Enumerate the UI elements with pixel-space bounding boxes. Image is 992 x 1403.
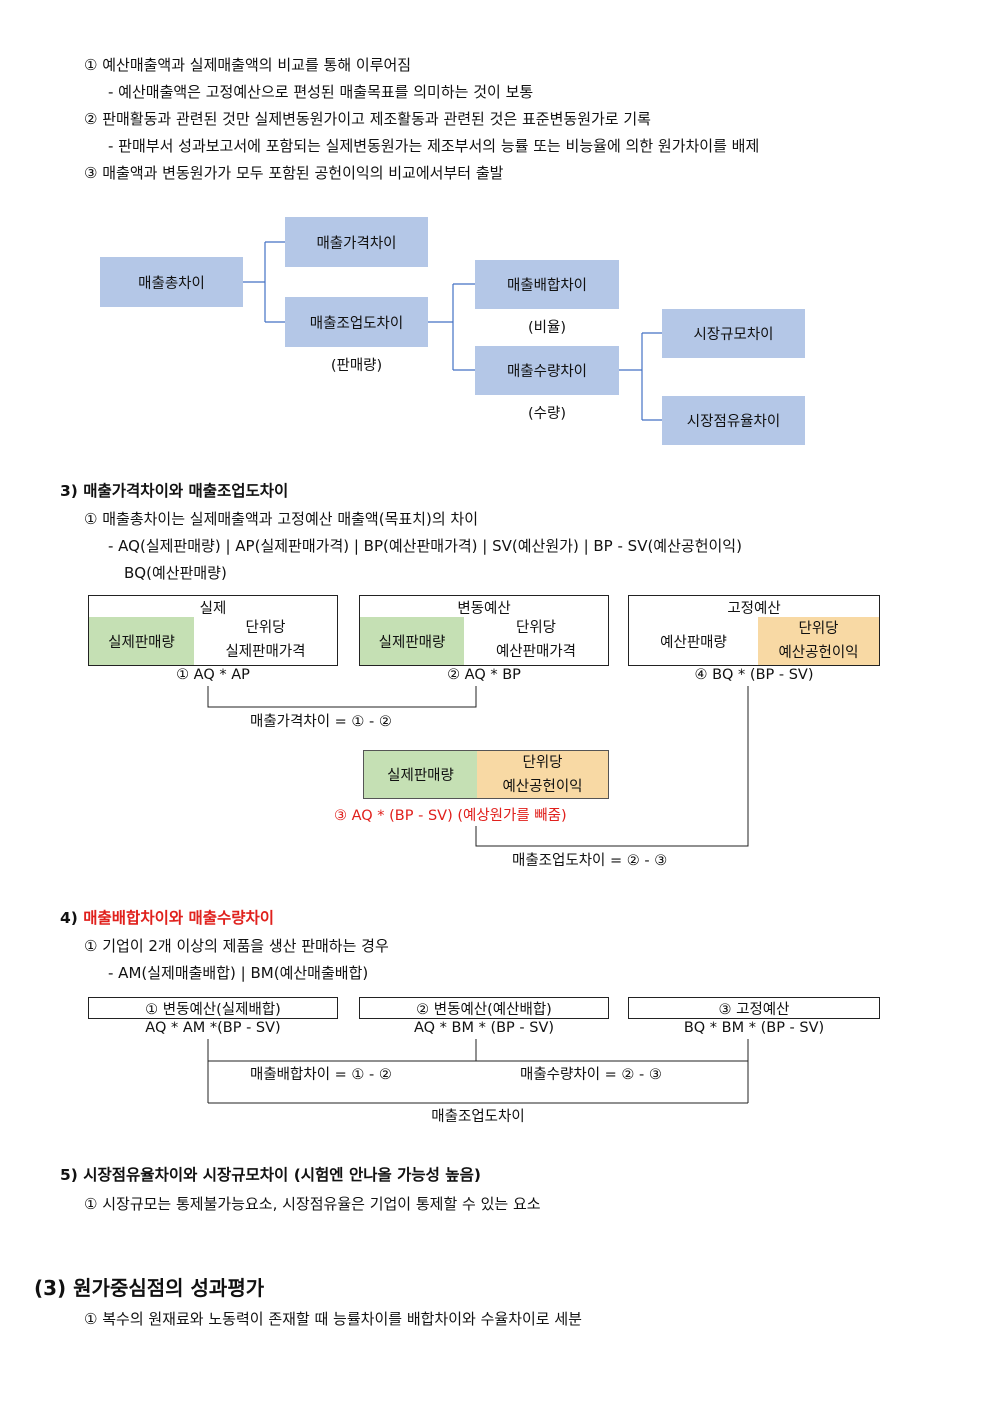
cost-center-heading: (3) 원가중심점의 성과평가 xyxy=(34,1276,265,1300)
mid-frame: 실제판매량 단위당 예산공헌이익 xyxy=(363,750,609,799)
actual-unit-line-1: 단위당 xyxy=(245,620,286,636)
fixed-budget-mix-formula: BQ * BM * (BP - SV) xyxy=(683,1020,825,1036)
actual-unit-line-2: 실제판매가격 xyxy=(225,644,306,660)
actual-frame: 실제 실제판매량 단위당 실제판매가격 xyxy=(88,595,338,666)
sales-activity-variance-box: 매출조업도차이 xyxy=(285,297,428,347)
fixed-qty-box: 예산판매량 xyxy=(660,634,727,651)
sales-price-variance-box: 매출가격차이 xyxy=(285,217,428,267)
mid-formula: ③ AQ * (BP - SV) (예상원가를 빼줌) xyxy=(334,808,567,824)
section-4-title: 매출배합차이와 매출수량차이 xyxy=(83,909,275,927)
flex-actual-mix-formula: AQ * AM *(BP - SV) xyxy=(145,1020,281,1036)
actual-formula: ① AQ * AP xyxy=(176,667,250,683)
section-4-number: 4) xyxy=(60,909,78,927)
flex-unit-line-2: 예산판매가격 xyxy=(495,644,577,660)
section-3-line-1b: BQ(예산판매량) xyxy=(124,564,227,582)
flex-formula: ② AQ * BP xyxy=(447,667,521,683)
market-size-variance-box: 시장규모차이 xyxy=(662,309,805,358)
flex-title: 변동예산 xyxy=(457,601,511,617)
activity-variance-formula: 매출조업도차이 = ② - ③ xyxy=(512,853,668,869)
section-3-line-1a: - AQ(실제판매량) | AP(실제판매가격) | BP(예산판매가격) | … xyxy=(108,537,742,555)
section-5-line-1: ① 시장규모는 통제불가능요소, 시장점유율은 기업이 통제할 수 있는 요소 xyxy=(84,1195,541,1213)
cost-center-line-1: ① 복수의 원재료와 노동력이 존재할 때 능률차이를 배합차이와 수율차이로 … xyxy=(84,1310,582,1328)
flex-unit-line-1: 단위당 xyxy=(515,620,557,636)
intro-line-2a: - 판매부서 성과보고서에 포함되는 실제변동원가는 제조부서의 능률 또는 비… xyxy=(108,137,760,155)
market-share-variance-box: 시장점유율차이 xyxy=(662,396,805,445)
section-4-line-1a: - AM(실제매출배합) | BM(예산매출배합) xyxy=(108,964,369,982)
flex-actual-mix-box: ① 변동예산(실제배합) xyxy=(88,997,338,1019)
actual-unit-box: 단위당 실제판매가격 xyxy=(194,615,337,665)
sales-total-variance-box: 매출총차이 xyxy=(100,257,243,307)
fixed-unit-box: 단위당 예산공헌이익 xyxy=(758,617,879,665)
fixed-unit-line-2: 예산공헌이익 xyxy=(778,645,859,661)
flex-unit-box: 단위당 예산판매가격 xyxy=(464,615,608,665)
mid-unit-line-2: 예산공헌이익 xyxy=(502,778,583,795)
mix-variance-formula: 매출배합차이 = ① - ② xyxy=(250,1067,392,1083)
flex-qty-box: 실제판매량 xyxy=(360,617,464,665)
actual-title: 실제 xyxy=(199,601,227,617)
section-4-heading: 4) 매출배합차이와 매출수량차이 xyxy=(60,909,274,927)
activity-variance-label: 매출조업도차이 xyxy=(431,1109,525,1125)
flex-budget-mix-formula: AQ * BM * (BP - SV) xyxy=(413,1020,555,1036)
intro-line-3: ③ 매출액과 변동원가가 모두 포함된 공헌이익의 비교에서부터 출발 xyxy=(84,164,504,182)
intro-line-1a: - 예산매출액은 고정예산으로 편성된 매출목표를 의미하는 것이 보통 xyxy=(108,83,534,101)
section-4-line-1: ① 기업이 2개 이상의 제품을 생산 판매하는 경우 xyxy=(84,937,389,955)
mid-unit-line-1: 단위당 xyxy=(522,754,563,771)
sales-quantity-variance-box: 매출수량차이 xyxy=(475,346,619,395)
mid-unit-box: 단위당 예산공헌이익 xyxy=(477,751,608,798)
activity-note: (판매량) xyxy=(330,358,383,374)
fixed-budget-mix-box: ③ 고정예산 xyxy=(628,997,880,1019)
section-3-line-1: ① 매출총차이는 실제매출액과 고정예산 매출액(목표치)의 차이 xyxy=(84,510,478,528)
sales-mix-variance-box: 매출배합차이 xyxy=(475,260,619,309)
flex-budget-frame: 변동예산 실제판매량 단위당 예산판매가격 xyxy=(359,595,609,666)
intro-line-1: ① 예산매출액과 실제매출액의 비교를 통해 이루어짐 xyxy=(84,56,412,74)
fixed-title: 고정예산 xyxy=(727,601,781,617)
fixed-formula: ④ BQ * (BP - SV) xyxy=(694,667,814,683)
intro-line-2: ② 판매활동과 관련된 것만 실제변동원가이고 제조활동과 관련된 것은 표준변… xyxy=(84,110,651,128)
fixed-budget-frame: 고정예산 예산판매량 단위당 예산공헌이익 xyxy=(628,595,880,666)
quantity-note: (수량) xyxy=(528,406,566,422)
fixed-unit-line-1: 단위당 xyxy=(798,621,839,637)
mid-qty-box: 실제판매량 xyxy=(364,751,477,798)
section-5-heading: 5) 시장점유율차이와 시장규모차이 (시험엔 안나올 가능성 높음) xyxy=(60,1166,481,1184)
price-variance-formula: 매출가격차이 = ① - ② xyxy=(250,714,392,730)
quantity-variance-formula: 매출수량차이 = ② - ③ xyxy=(520,1067,662,1083)
section-3-heading: 3) 매출가격차이와 매출조업도차이 xyxy=(60,482,289,500)
actual-qty-box: 실제판매량 xyxy=(89,617,194,665)
flex-budget-mix-box: ② 변동예산(예산배합) xyxy=(359,997,609,1019)
mix-note: (비율) xyxy=(528,320,566,336)
